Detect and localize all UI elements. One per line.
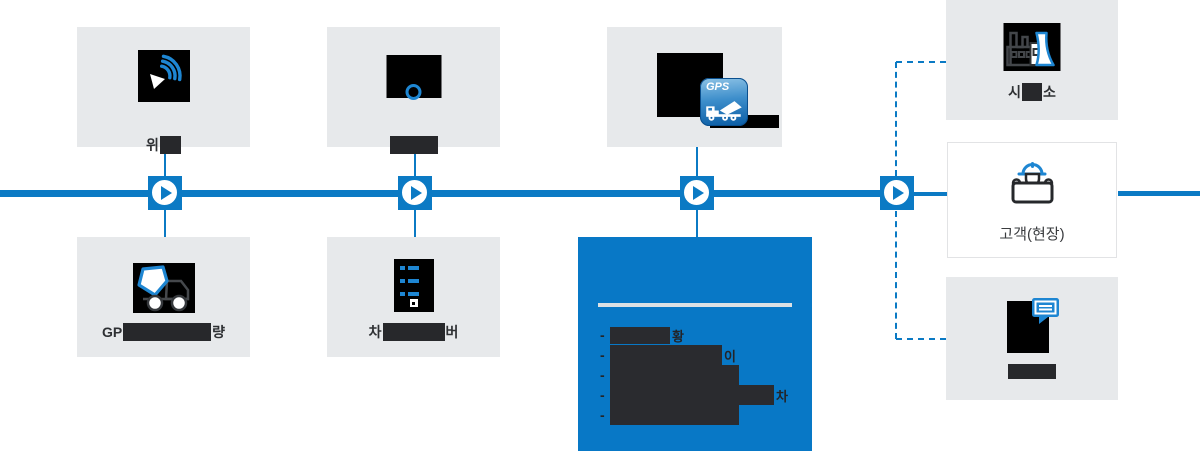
worker-icon <box>1011 162 1054 204</box>
node-office: 시 소 <box>946 0 1118 120</box>
panel-feature-list: - 황 - 이 - - 차 - <box>600 325 788 425</box>
dashed-branch-down <box>895 211 897 339</box>
redaction-box <box>610 365 739 385</box>
vehicle-label-suffix: 량 <box>212 324 226 340</box>
node-control-server: 차 버 <box>327 237 500 357</box>
flow-line-right-edge <box>1118 191 1200 196</box>
gps-badge: GPS <box>706 81 730 93</box>
connector-satellite <box>164 147 166 176</box>
flow-arrow-3 <box>680 176 714 210</box>
node-satellite: 위 <box>77 27 250 154</box>
server-icon <box>393 259 434 312</box>
flow-arrow-2 <box>398 176 432 210</box>
list-item: - 황 <box>600 326 684 344</box>
flow-line-to-customer <box>913 192 947 196</box>
redaction-box <box>389 136 438 154</box>
node-gps-vehicle: GP 량 <box>77 237 250 357</box>
flow-arrow-4 <box>880 176 914 210</box>
redaction-box <box>123 323 212 341</box>
info-panel: - 황 - 이 - - 차 - <box>578 237 812 451</box>
node-gps-terminal: GPS <box>607 27 782 147</box>
gps-truck-glyph <box>706 101 742 121</box>
list-item: - <box>600 405 788 425</box>
play-icon <box>893 186 904 200</box>
mixer-truck-icon <box>132 263 195 313</box>
redaction-box <box>159 136 181 154</box>
connector-tower <box>414 147 416 176</box>
factory-icon <box>1003 23 1061 71</box>
signal-ring-icon <box>405 84 421 100</box>
connector-vehicle <box>164 210 166 237</box>
connector-panel <box>696 210 698 237</box>
redaction-box <box>610 345 722 365</box>
node-sms <box>946 277 1118 400</box>
node-customer: 고객(현장) <box>947 142 1117 258</box>
server-label-suffix: 버 <box>445 324 459 340</box>
dashed-branch-to-office <box>896 61 946 63</box>
server-label-prefix: 차 <box>368 324 382 340</box>
node-relay-tower <box>327 27 500 154</box>
dashed-branch-to-sms <box>896 338 946 340</box>
play-icon <box>411 186 422 200</box>
redaction-box <box>1022 83 1042 101</box>
satellite-label: 위 <box>146 137 159 153</box>
play-icon <box>693 186 704 200</box>
flow-line-main <box>0 190 897 197</box>
sms-bubble-icon <box>1032 298 1059 324</box>
vehicle-label-prefix: GP <box>101 324 123 340</box>
play-icon <box>161 186 172 200</box>
customer-label: 고객(현장) <box>999 225 1065 243</box>
redaction-box <box>610 326 670 344</box>
dashed-branch-up <box>895 62 897 176</box>
office-label-suffix: 소 <box>1043 84 1056 100</box>
redaction-box <box>382 323 445 341</box>
list-item: - 이 <box>600 345 736 365</box>
redaction-box <box>1008 363 1056 379</box>
redaction-box <box>610 385 774 405</box>
flow-arrow-1 <box>148 176 182 210</box>
gps-app-icon: GPS <box>700 78 748 126</box>
connector-terminal <box>696 147 698 176</box>
redaction-box <box>610 405 739 425</box>
list-item: - <box>600 365 788 385</box>
list-item: - 차 <box>600 385 788 405</box>
satellite-signal-icon <box>137 50 190 102</box>
connector-server <box>414 210 416 237</box>
server-button <box>409 299 418 307</box>
office-label-prefix: 시 <box>1008 84 1021 100</box>
panel-divider <box>598 303 792 307</box>
